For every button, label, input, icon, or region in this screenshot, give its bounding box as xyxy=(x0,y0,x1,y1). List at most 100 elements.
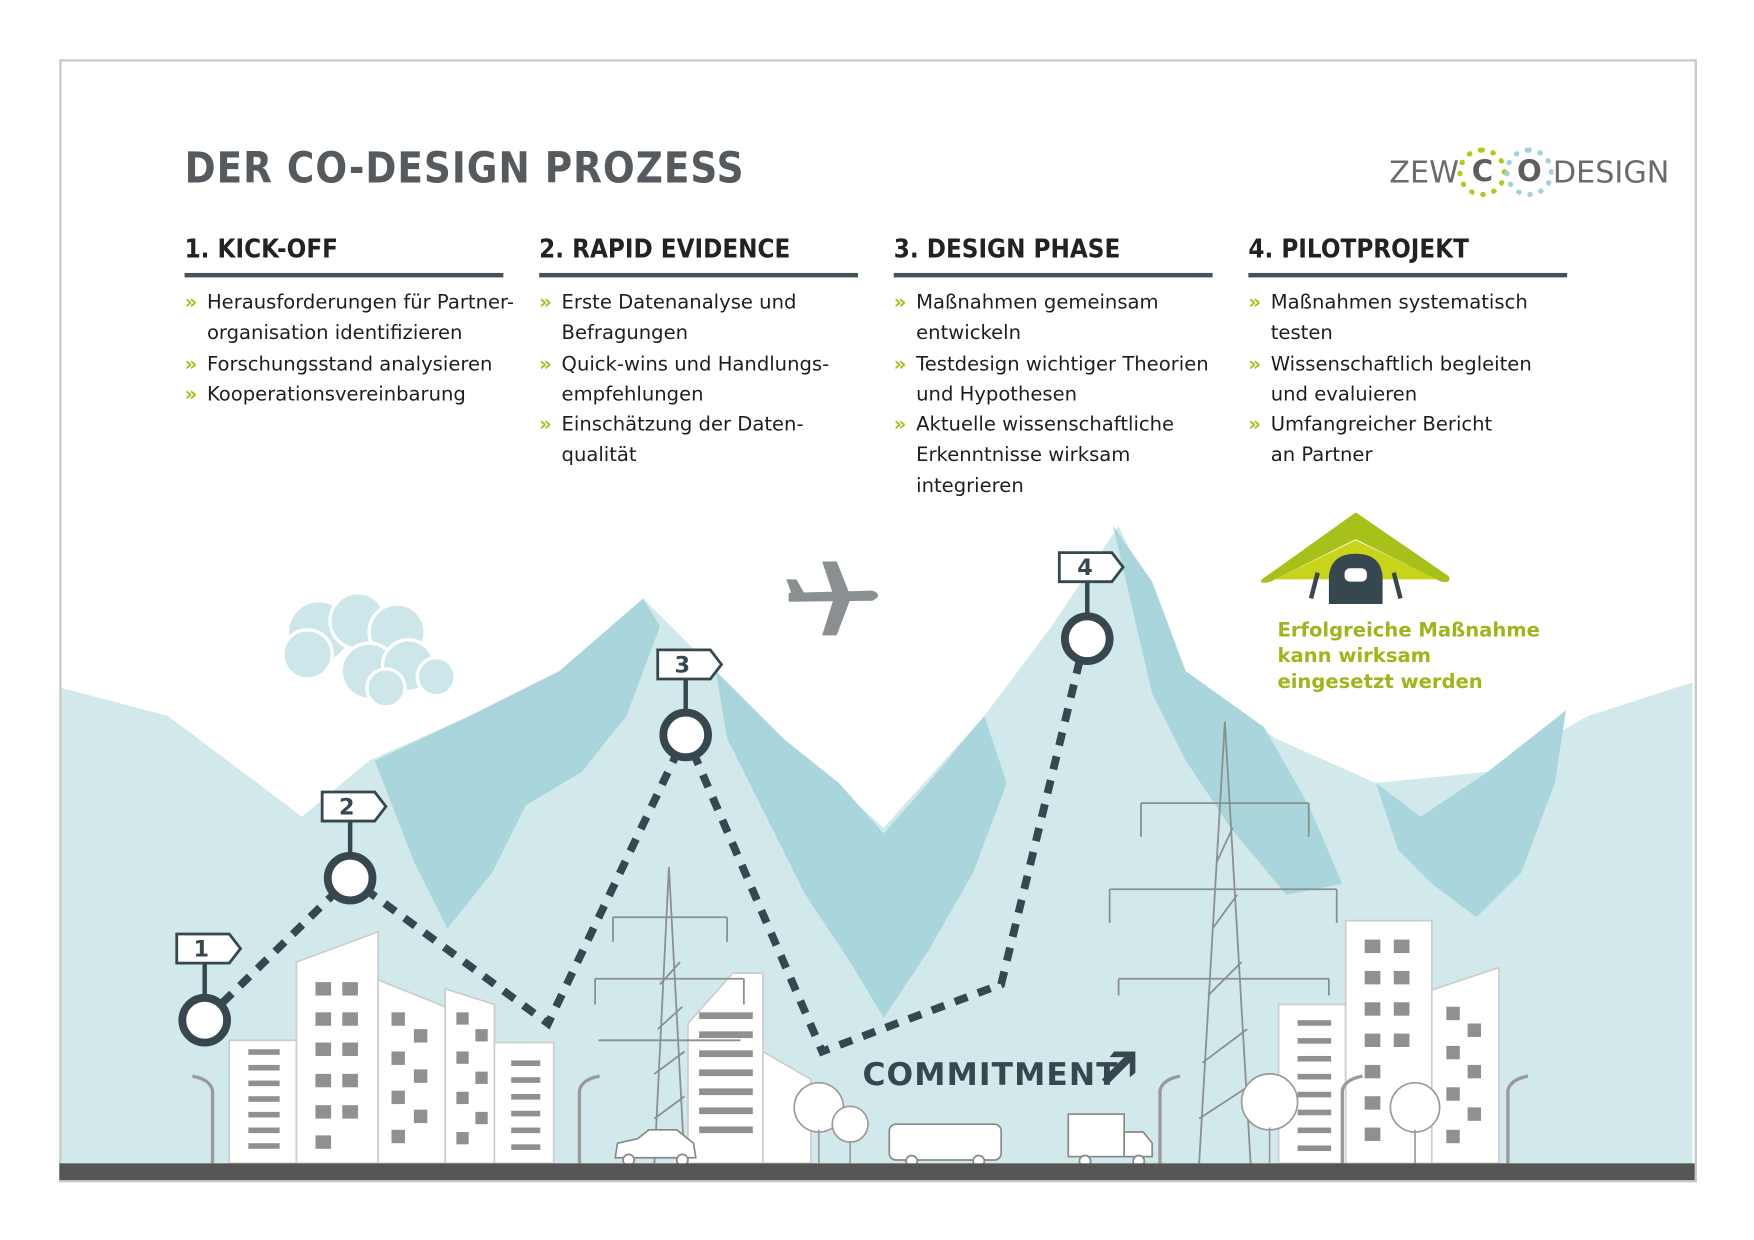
list-item-line: qualität xyxy=(561,444,637,467)
list-item-line: Erkenntnisse wirksam xyxy=(916,444,1131,467)
heading-divider xyxy=(1248,272,1568,278)
logo-text-design: DESIGN xyxy=(1552,154,1670,190)
heading-divider xyxy=(539,272,858,278)
list-item-line: testen xyxy=(1270,322,1333,345)
list-item-line: Testdesign wichtiger Theorien xyxy=(916,353,1209,376)
chevron-bullet-icon: » xyxy=(893,353,907,376)
mountain-dark-1 xyxy=(374,598,660,929)
zew-codesign-logo: ZEW C O DESIGN xyxy=(1389,147,1670,197)
ground-bar xyxy=(59,1163,1695,1181)
list-item-line: und evaluieren xyxy=(1270,383,1418,406)
list-item-line: empfehlungen xyxy=(561,383,704,406)
frame xyxy=(59,59,1697,1183)
milestone-3 xyxy=(659,708,712,762)
milestone-2 xyxy=(323,851,377,905)
power-pylon-icon xyxy=(594,721,1338,1164)
gear-icon-green: C xyxy=(1457,147,1508,197)
list-item-line: integrieren xyxy=(916,475,1024,498)
milestone-label-2: 2 xyxy=(338,793,355,820)
success-line: kann wirksam xyxy=(1277,645,1432,668)
list-item: » Quick-wins und Handlungs-empfehlungen xyxy=(539,350,858,411)
phase-heading: 3. DESIGN PHASE xyxy=(893,234,1121,264)
list-item: » Maßnahmen systematisch testen xyxy=(1248,289,1567,350)
truck-icon xyxy=(1067,1113,1126,1158)
list-item-line: Forschungsstand analysieren xyxy=(206,353,493,376)
logo-letter-c: C xyxy=(1471,155,1494,190)
chevron-bullet-icon: » xyxy=(539,414,552,437)
chevron-bullet-icon: » xyxy=(184,291,198,315)
chevron-bullet-icon: » xyxy=(1248,291,1262,315)
chevron-bullet-icon: » xyxy=(184,353,198,376)
milestone-1 xyxy=(178,993,231,1047)
success-line: Erfolgreiche Maßnahme xyxy=(1277,619,1540,643)
chevron-bullet-icon: » xyxy=(1248,353,1262,376)
milestone-label-4: 4 xyxy=(1077,553,1093,581)
street-lamp-icon xyxy=(192,1074,1529,1164)
phase-heading: 2. RAPID EVIDENCE xyxy=(539,234,791,264)
chevron-bullet-icon: » xyxy=(1248,414,1262,437)
tree-icon xyxy=(793,1073,1441,1164)
list-item: » Herausforderungen für Partner-organisat… xyxy=(184,289,514,350)
list-item: » Forschungsstand analysieren xyxy=(185,350,504,381)
page-title: DER CO-DESIGN PROZESS xyxy=(184,143,745,193)
list-item: » Maßnahmen gemeinsam entwickeln xyxy=(894,289,1213,350)
list-item-line: Befragungen xyxy=(561,322,689,345)
success-line: eingesetzt werden xyxy=(1277,671,1483,694)
list-item-line: Umfangreicher Bericht xyxy=(1270,414,1493,437)
list-item-line: Einschätzung der Daten- xyxy=(561,414,804,437)
list-item-line: und Hypothesen xyxy=(916,383,1078,406)
phase-heading: 4. PILOTPROJEKT xyxy=(1248,234,1469,264)
airplane-icon xyxy=(786,561,879,636)
list-item-line: entwickeln xyxy=(916,322,1022,345)
list-item-line: Aktuelle wissenschaftliche xyxy=(916,414,1175,437)
list-item-line: an Partner xyxy=(1270,444,1373,467)
milestone-4 xyxy=(1060,612,1114,666)
milestone-label-1: 1 xyxy=(193,935,210,962)
list-item-line: Maßnahmen systematisch xyxy=(1270,291,1528,315)
mountain-dark-4 xyxy=(1375,710,1567,918)
hang-glider-icon xyxy=(1261,512,1450,605)
list-item: » Testdesign wichtiger Theorien und Hypoth… xyxy=(894,350,1213,411)
phase-list: » Maßnahmen systematisch testen » Wissenscha… xyxy=(1248,289,1567,472)
gear-icon-blue: O xyxy=(1504,147,1555,197)
phase-list: » Maßnahmen gemeinsam entwickeln » Testdesig… xyxy=(894,289,1213,503)
list-item: » Wissenschaftlich begleiten und evaluiere… xyxy=(1248,350,1567,411)
list-item: » Umfangreicher Bericht an Partner xyxy=(1248,411,1567,472)
list-item-line: Maßnahmen gemeinsam xyxy=(916,291,1159,315)
arrow-up-right-icon xyxy=(1101,1051,1136,1086)
building-windows xyxy=(248,939,1482,1152)
logo-text-zew: ZEW xyxy=(1389,154,1459,190)
car-icon xyxy=(614,1128,697,1159)
milestone-label-3: 3 xyxy=(674,651,691,678)
chevron-bullet-icon: » xyxy=(893,291,907,315)
heading-divider xyxy=(893,272,1213,278)
phase-column-1: 1. KICK-OFF » Herausforderungen für Partn… xyxy=(184,234,514,411)
success-caption: Erfolgreiche Maßnahme kann wirksam einge… xyxy=(1277,619,1540,696)
mountain-dark-2 xyxy=(715,671,1007,1018)
chevron-bullet-icon: » xyxy=(539,353,552,376)
milestone-markers xyxy=(175,551,1125,1047)
phase-column-2: 2. RAPID EVIDENCE » Erste Datenanalyse un… xyxy=(539,235,858,472)
chevron-bullet-icon: » xyxy=(184,383,198,406)
list-item: » Einschätzung der Daten-qualität xyxy=(539,411,858,472)
list-item-line: Quick-wins und Handlungs- xyxy=(561,353,830,376)
phase-heading: 1. KICK-OFF xyxy=(184,234,338,264)
list-item-line: Herausforderungen für Partner- xyxy=(206,291,514,315)
phase-list: » Herausforderungen für Partner-organisat… xyxy=(184,289,514,411)
list-item-line: Wissenschaftlich begleiten xyxy=(1270,353,1532,376)
list-item-line: Kooperationsvereinbarung xyxy=(206,383,466,406)
bus-icon xyxy=(888,1123,1002,1161)
commitment-label: COMMITMENT xyxy=(862,1055,1119,1093)
list-item-line: Erste Datenanalyse und xyxy=(561,291,797,315)
phase-column-4: 4. PILOTPROJEKT » Maßnahmen systematisch t… xyxy=(1248,234,1568,472)
list-item-line: organisation identifizieren xyxy=(206,322,463,345)
cloud-icon xyxy=(281,591,457,709)
list-item: » Kooperationsvereinbarung xyxy=(185,380,504,411)
heading-divider xyxy=(184,272,504,278)
chevron-bullet-icon: » xyxy=(893,414,907,437)
